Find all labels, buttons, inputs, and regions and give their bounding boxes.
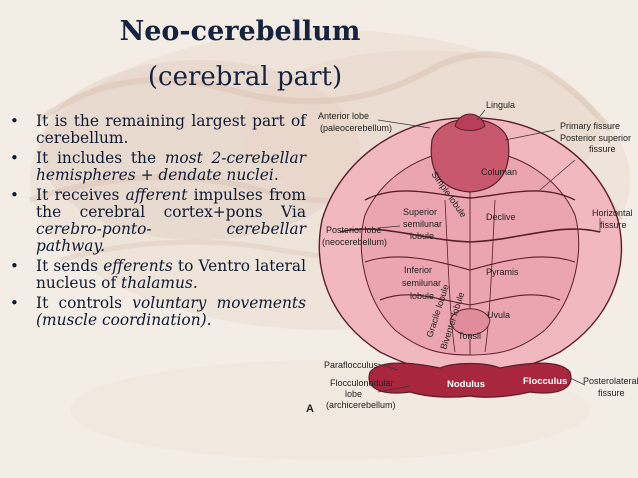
- bullet-text: It controls: [36, 294, 133, 312]
- bullet-text: .: [273, 166, 279, 184]
- label-flocculonodular: Flocculonodular: [330, 378, 394, 388]
- svg-text:fissure: fissure: [598, 388, 625, 398]
- bullet-text: cerebro-ponto- cerebellar pathway.: [36, 220, 306, 255]
- bullet-item: • It sends efferents to Ventro lateral nu…: [8, 258, 306, 292]
- bullet-text: It includes the: [36, 149, 165, 167]
- label-uvula: Uvula: [487, 310, 510, 320]
- bullet-marker: •: [10, 112, 19, 130]
- slide-subtitle: (cerebral part): [147, 62, 343, 92]
- bullet-marker: •: [10, 257, 19, 275]
- bullet-text: It is the remaining largest part of cere…: [36, 112, 306, 147]
- label-flocculus: Flocculus: [523, 376, 567, 387]
- bullet-item: • It is the remaining largest part of cer…: [8, 113, 306, 147]
- svg-text:lobule: lobule: [410, 231, 434, 241]
- bullet-text: impulses from the cerebral cortex+pons V…: [36, 186, 306, 221]
- bullet-marker: •: [10, 294, 19, 312]
- bullet-item: • It controls voluntary movements (muscle…: [8, 295, 306, 329]
- bullet-list: • It is the remaining largest part of cer…: [8, 113, 306, 332]
- bullet-text: It sends: [36, 257, 104, 275]
- bullet-text: most 2-cerebellar hemispheres + dendate …: [36, 149, 307, 184]
- label-posterolateral-fissure: Posterolateral: [583, 376, 638, 386]
- flocculonodular-shape: [368, 362, 572, 398]
- svg-text:semilunar: semilunar: [402, 278, 441, 288]
- label-columan: Columan: [481, 167, 517, 177]
- label-lingula: Lingula: [486, 100, 515, 110]
- label-posterior-lobe: Posterior lobe: [326, 225, 382, 235]
- figure-letter: A: [306, 403, 314, 415]
- svg-text:lobule: lobule: [410, 291, 434, 301]
- svg-text:fissure: fissure: [589, 144, 616, 154]
- label-posterior-superior-fissure: Posterior superior: [560, 133, 631, 143]
- bullet-text: voluntary movements (muscle coordination…: [36, 294, 307, 329]
- bullet-text: It receives: [36, 186, 126, 204]
- bullet-text: thalamus.: [121, 274, 198, 292]
- slide-title: Neo-cerebellum: [119, 16, 361, 47]
- label-primary-fissure: Primary fissure: [560, 121, 620, 131]
- svg-text:(archicerebellum): (archicerebellum): [326, 400, 396, 410]
- bullet-text: efferents: [103, 257, 173, 275]
- bullet-item: • It includes the most 2-cerebellar hemis…: [8, 150, 306, 184]
- bullet-text: afferent: [125, 186, 188, 204]
- label-nodulus: Nodulus: [447, 379, 485, 390]
- label-paraflocculus: Paraflocculus: [324, 360, 379, 370]
- label-superior-semilunar: Superior: [403, 207, 437, 217]
- svg-text:semilunar: semilunar: [403, 219, 442, 229]
- bullet-text: to Ventro lateral nucleus of: [36, 257, 306, 292]
- bullet-item: • It receives afferent impulses from the …: [8, 187, 306, 255]
- svg-text:lobe: lobe: [345, 389, 362, 399]
- label-tonsil: Tonsil: [458, 331, 481, 341]
- label-declive: Declive: [486, 212, 516, 222]
- svg-text:fissure: fissure: [600, 220, 627, 230]
- bullet-marker: •: [10, 186, 19, 204]
- svg-text:(paleocerebellum): (paleocerebellum): [320, 123, 392, 133]
- label-horizontal-fissure: Horizontal: [592, 208, 633, 218]
- label-pyramis: Pyramis: [486, 267, 519, 277]
- bullet-marker: •: [10, 149, 19, 167]
- label-anterior-lobe: Anterior lobe: [318, 111, 369, 121]
- lingula-shape: [454, 113, 486, 131]
- label-inferior-semilunar: Inferior: [404, 265, 432, 275]
- svg-text:(neocerebellum): (neocerebellum): [322, 237, 387, 247]
